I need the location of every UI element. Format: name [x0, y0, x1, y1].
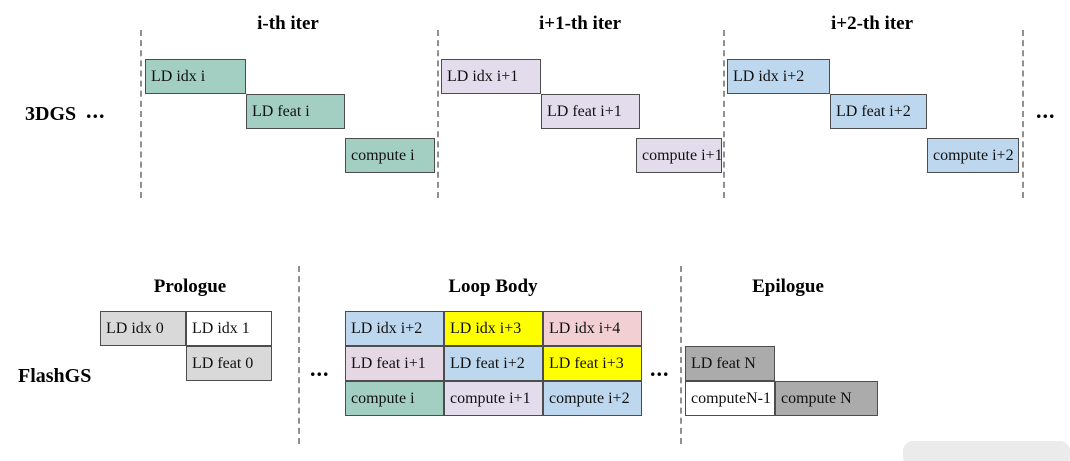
box-ld-idx-i1: LD idx i+1	[441, 59, 541, 94]
ellipsis-top-right: ...	[1036, 98, 1056, 123]
divider-top-3	[723, 30, 725, 198]
box-ld-feat-i2: LD feat i+2	[830, 94, 927, 129]
row-label-3dgs: 3DGS	[25, 103, 77, 125]
cell-ld-idx-i4: LD idx i+4	[543, 311, 642, 346]
box-compute-i: compute i	[345, 138, 435, 173]
box-compute-i2: compute i+2	[927, 138, 1019, 173]
box-ld-idx-0: LD idx 0	[100, 311, 186, 346]
box-ld-idx-i2: LD idx i+2	[727, 59, 830, 94]
box-ld-idx-i: LD idx i	[145, 59, 246, 94]
row-label-flashgs: FlashGS	[18, 365, 92, 387]
box-compute-i1: compute i+1	[636, 138, 722, 173]
box-compute-n-1: computeN-1	[685, 381, 775, 416]
box-ld-feat-i1: LD feat i+1	[541, 94, 640, 129]
header-iter-i: i-th iter	[257, 13, 319, 34]
box-ld-feat-i: LD feat i	[246, 94, 345, 129]
cell-compute-i: compute i	[345, 381, 444, 416]
ellipsis-top-left: ...	[86, 98, 106, 123]
header-iter-i2: i+2-th iter	[830, 13, 914, 34]
divider-top-4	[1022, 30, 1024, 198]
cell-ld-feat-i1: LD feat i+1	[345, 346, 444, 381]
box-ld-idx-1: LD idx 1	[186, 311, 272, 346]
cell-ld-feat-i2: LD feat i+2	[444, 346, 543, 381]
ellipsis-bottom-left: ...	[310, 356, 330, 381]
box-ld-feat-0: LD feat 0	[186, 346, 272, 381]
header-epilogue: Epilogue	[752, 276, 824, 297]
divider-top-2	[437, 30, 439, 198]
cell-ld-feat-i3: LD feat i+3	[543, 346, 642, 381]
header-prologue: Prologue	[153, 276, 227, 297]
ellipsis-bottom-right: ...	[650, 356, 670, 381]
divider-top-1	[140, 30, 142, 198]
header-loop-body: Loop Body	[448, 276, 538, 297]
cell-ld-idx-i3: LD idx i+3	[444, 311, 543, 346]
cell-compute-i2: compute i+2	[543, 381, 642, 416]
cell-ld-idx-i2: LD idx i+2	[345, 311, 444, 346]
box-ld-feat-n: LD feat N	[685, 346, 775, 381]
divider-bottom-2	[680, 266, 682, 444]
header-iter-i1: i+1-th iter	[538, 13, 622, 34]
divider-bottom-1	[298, 266, 300, 444]
corner-artifact	[903, 441, 1070, 461]
cell-compute-i1: compute i+1	[444, 381, 543, 416]
box-compute-n: compute N	[775, 381, 878, 416]
